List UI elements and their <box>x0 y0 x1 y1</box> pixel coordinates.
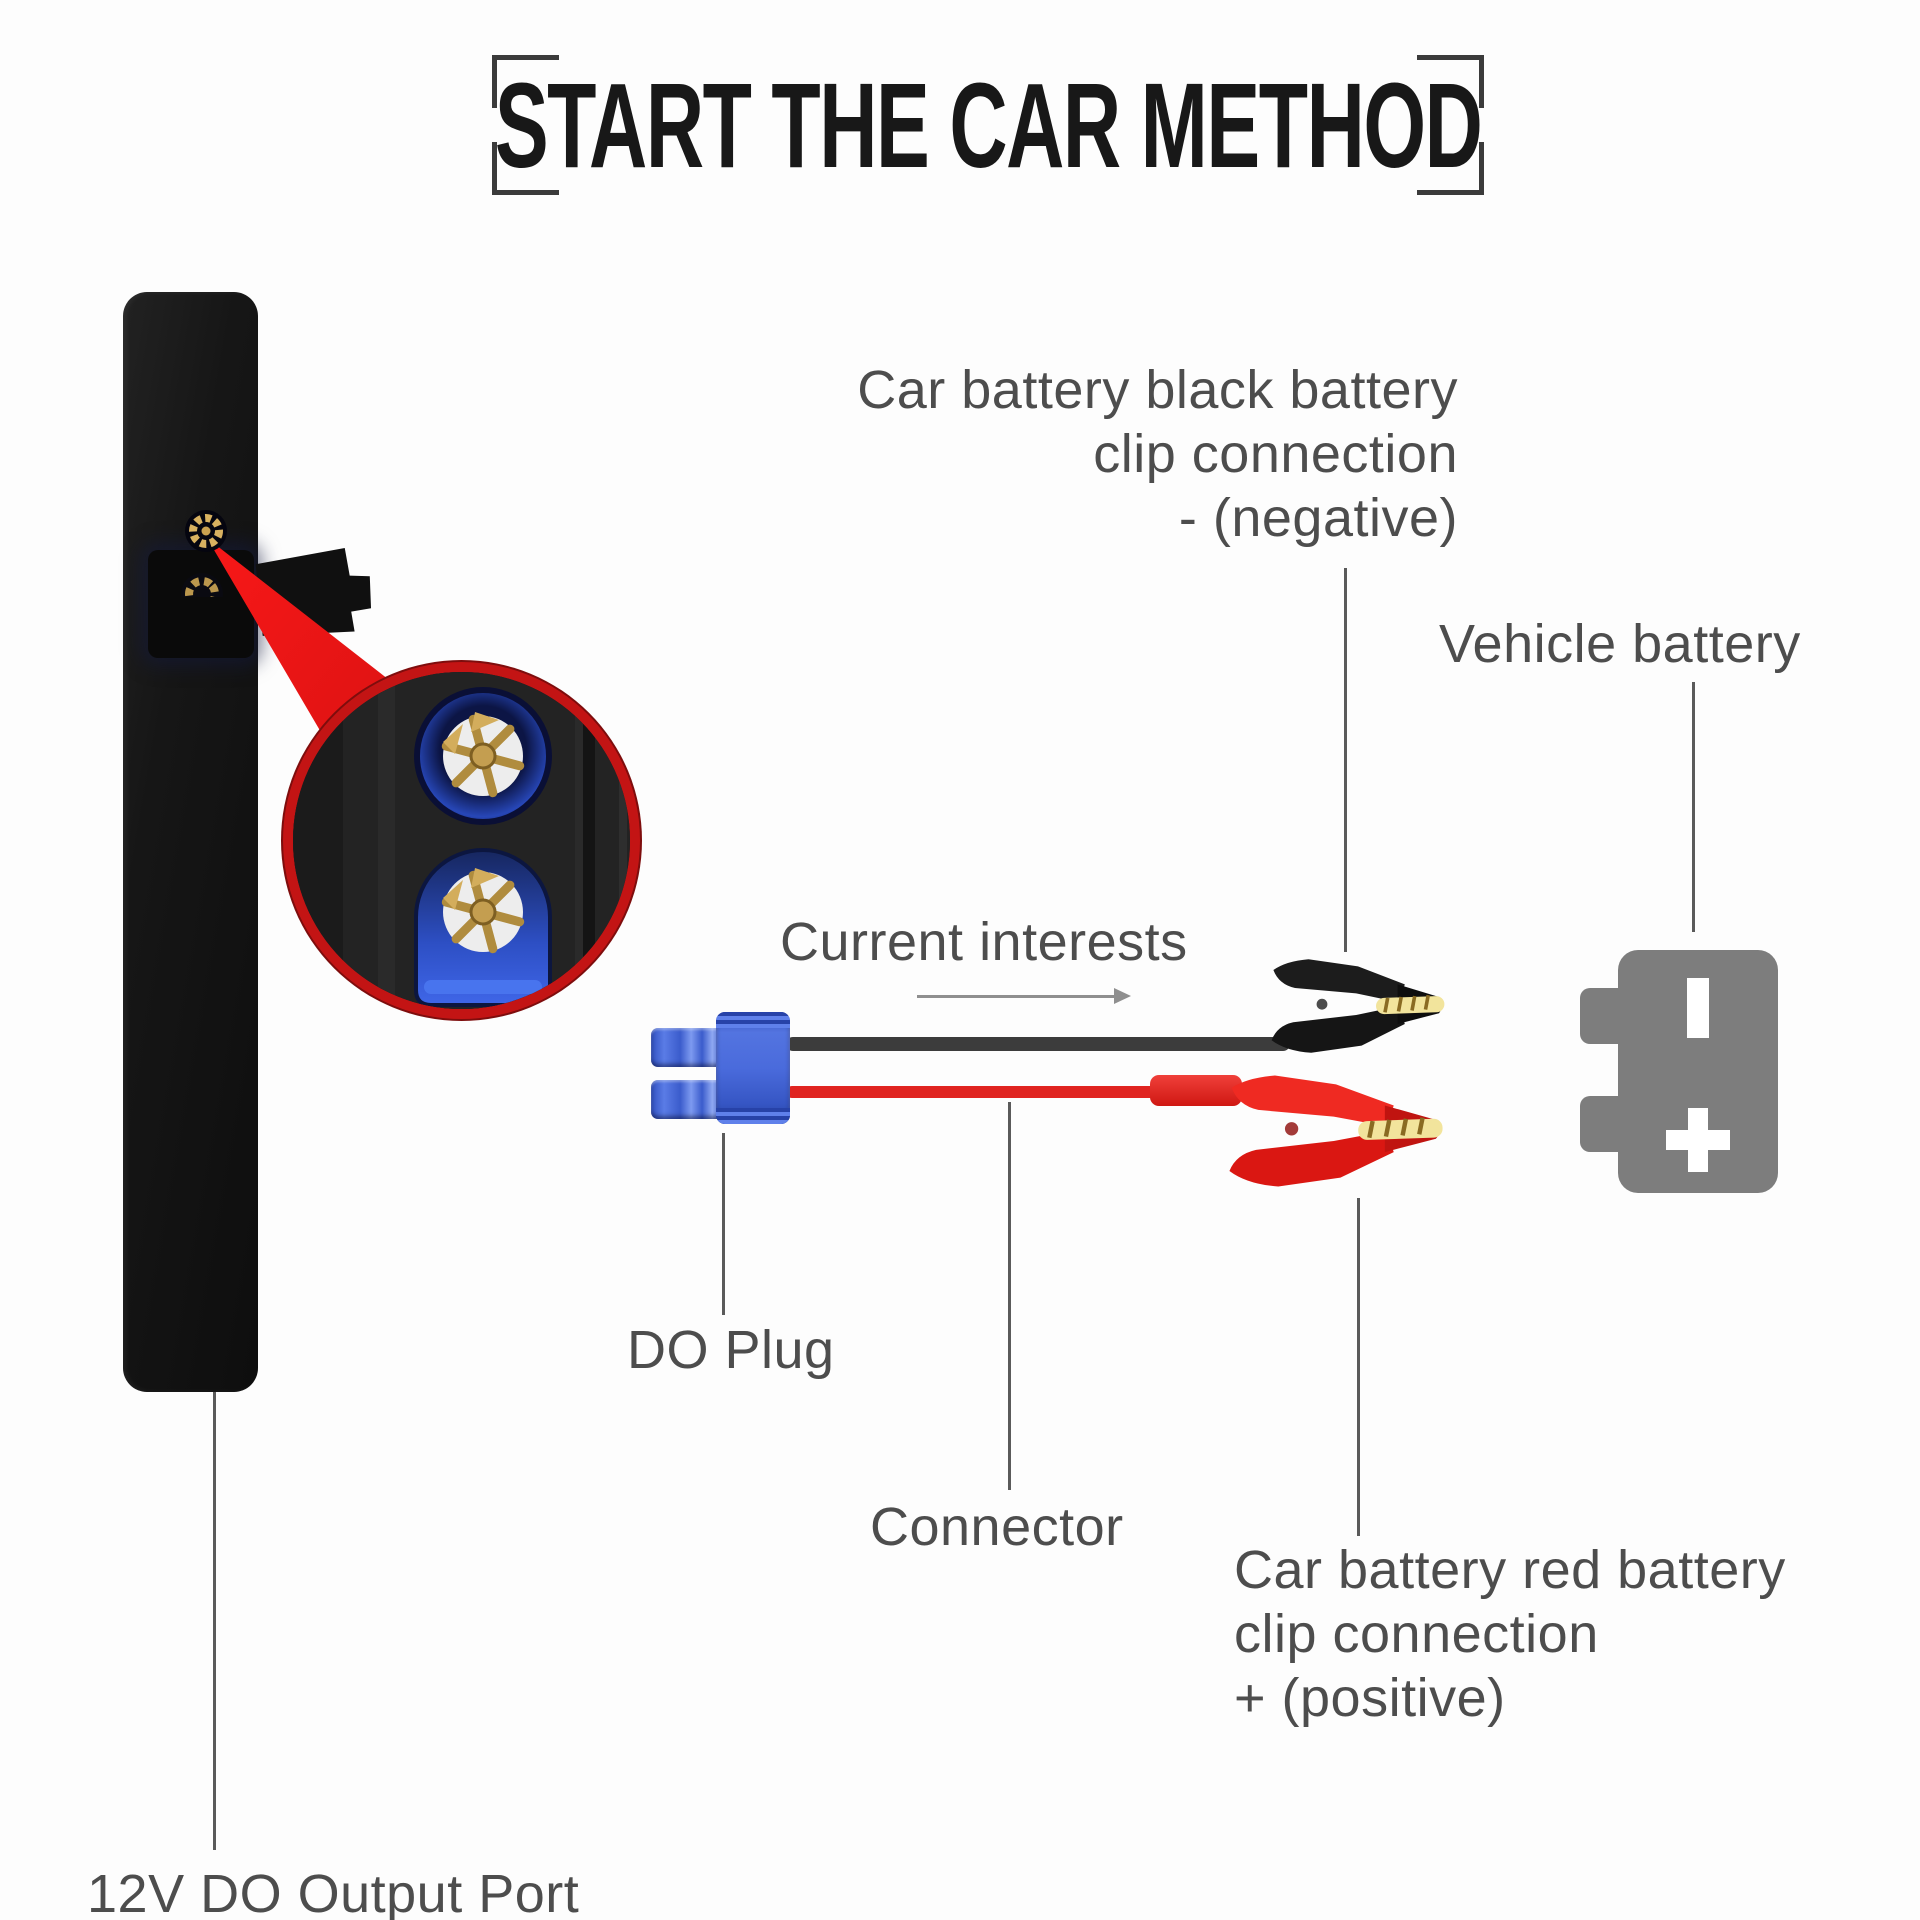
label-positive-line2: clip connection <box>1234 1604 1599 1664</box>
label-positive-clip: Car battery red battery clip connection … <box>1234 1538 1786 1730</box>
battery-negative-mark <box>1687 978 1709 1038</box>
label-positive-line1: Car battery red battery <box>1234 1540 1786 1600</box>
label-negative-line3: - (negative) <box>1178 488 1458 548</box>
red-cable <box>786 1086 1160 1098</box>
battery-positive-mark-vertical <box>1688 1108 1708 1172</box>
label-positive-line3: + (positive) <box>1234 1668 1506 1728</box>
label-vehicle-battery: Vehicle battery <box>1439 614 1801 674</box>
title-bracket-top-left-icon <box>492 55 559 108</box>
battery-terminal-tab-bottom <box>1580 1096 1624 1152</box>
title-bracket-top-right-icon <box>1417 55 1484 108</box>
label-current-interests: Current interests <box>780 912 1188 972</box>
title-frame: START THE CAR METHOD <box>492 55 1484 195</box>
title-bracket-bottom-left-icon <box>492 142 559 195</box>
leader-vehicle-battery <box>1692 682 1695 932</box>
vehicle-battery-icon <box>1580 950 1778 1193</box>
ec5-plug-body <box>716 1012 790 1124</box>
jump-starter-device <box>123 292 258 1392</box>
label-negative-line1: Car battery black battery <box>857 360 1458 420</box>
black-clip-icon <box>1271 959 1445 1053</box>
label-do-plug: DO Plug <box>627 1320 835 1380</box>
label-negative-clip: Car battery black battery clip connectio… <box>857 358 1458 550</box>
leader-positive-clip <box>1357 1198 1360 1536</box>
red-clip-icon <box>1229 1075 1443 1187</box>
leader-negative-clip <box>1344 568 1347 952</box>
inset-ports-graphic <box>293 672 630 1009</box>
title-bracket-bottom-right-icon <box>1417 142 1484 195</box>
label-connector: Connector <box>870 1497 1124 1557</box>
red-clip-boot <box>1150 1075 1242 1106</box>
leader-connector <box>1008 1102 1011 1490</box>
current-flow-arrow-icon <box>917 988 1131 1004</box>
leader-output-port <box>213 1392 216 1850</box>
ec5-plug-prong-top <box>651 1028 724 1067</box>
ec5-plug-prong-bottom <box>651 1080 724 1119</box>
device-output-port-icon <box>185 510 227 552</box>
page-title: START THE CAR METHOD <box>494 57 1483 193</box>
device-output-port2-icon <box>179 573 225 617</box>
label-negative-line2: clip connection <box>1093 424 1458 484</box>
magnified-ports-inset <box>283 662 640 1019</box>
label-output-port: 12V DO Output Port <box>87 1864 580 1920</box>
black-cable <box>786 1037 1290 1051</box>
leader-do-plug <box>722 1133 725 1315</box>
battery-terminal-tab-top <box>1580 988 1624 1044</box>
